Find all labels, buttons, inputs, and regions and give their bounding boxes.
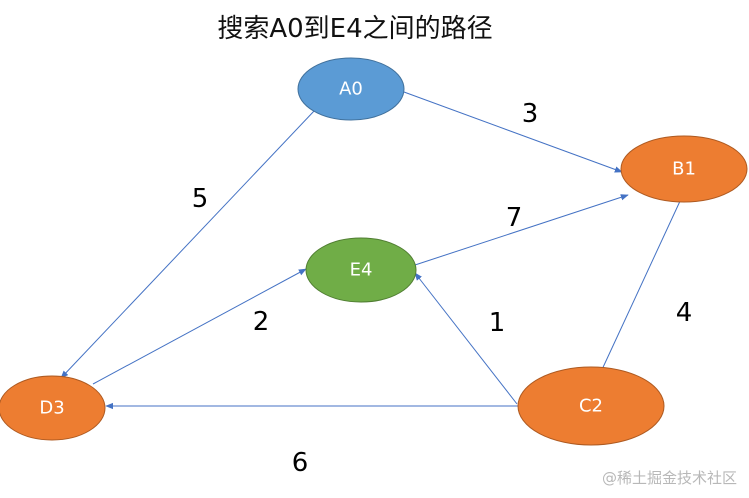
node-shape-a0 — [297, 57, 405, 121]
edges-layer — [60, 91, 682, 410]
diagram-title: 搜索A0到E4之间的路径 — [217, 14, 493, 44]
edge-weight-c2-d3: 6 — [292, 448, 309, 478]
node-e4: E4 — [305, 237, 417, 303]
watermark: @稀土掘金技术社区 — [601, 469, 737, 487]
node-label-a0: A0 — [339, 79, 363, 100]
edge-d3-e4 — [92, 268, 307, 385]
node-shape-c2 — [517, 366, 665, 446]
node-c2: C2 — [517, 366, 665, 446]
node-d3: D3 — [0, 375, 106, 441]
node-shape-e4 — [305, 237, 417, 303]
node-shape-d3 — [0, 375, 106, 441]
node-label-b1: B1 — [672, 159, 696, 180]
edge-a0-b1 — [403, 91, 623, 173]
edge-weight-c2-e4: 1 — [489, 308, 506, 338]
node-a0: A0 — [297, 57, 405, 121]
edge-b1-c2 — [598, 198, 682, 377]
node-label-c2: C2 — [579, 396, 603, 417]
edge-weight-a0-d3: 5 — [192, 184, 209, 214]
edge-weight-d3-e4: 2 — [253, 307, 270, 337]
edge-weight-b1-c2: 4 — [676, 298, 693, 328]
edge-weight-a0-b1: 3 — [522, 99, 539, 129]
node-b1: B1 — [620, 135, 748, 203]
edge-a0-d3 — [60, 109, 316, 379]
node-shape-b1 — [620, 135, 748, 203]
edge-c2-e4 — [414, 272, 518, 405]
edge-labels-layer: 3 5 4 6 1 2 7 — [192, 99, 693, 478]
node-label-e4: E4 — [350, 260, 373, 281]
edge-weight-e4-b1: 7 — [506, 203, 523, 233]
node-label-d3: D3 — [39, 398, 64, 419]
edge-e4-b1 — [414, 194, 629, 266]
